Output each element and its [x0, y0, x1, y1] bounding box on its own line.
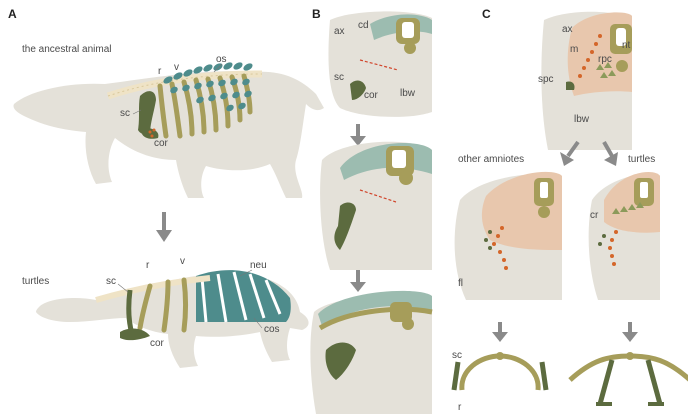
- arrow-b1: [350, 124, 366, 146]
- panel-label-c: C: [482, 7, 491, 21]
- rpc-dots-top: [578, 34, 602, 78]
- caption-ancestral-animal: the ancestral animal: [22, 44, 112, 55]
- label-lbw-b: lbw: [400, 88, 416, 99]
- carapace-ribs: [200, 271, 282, 323]
- label-sc-b: sc: [334, 72, 344, 83]
- arrow-b2: [350, 270, 366, 292]
- arrow-c-down-left: [492, 322, 508, 342]
- dots-amniotes-orange: [492, 226, 508, 270]
- amniote-ribcage: sc r: [451, 350, 549, 413]
- caption-other-amniotes: other amniotes: [458, 154, 524, 165]
- label-fl: fl: [458, 278, 463, 289]
- label-nt-b: nt: [404, 24, 412, 34]
- panel-c: C ax m rpc nt spc lbw: [451, 7, 688, 413]
- turtle-coracoid: [120, 328, 150, 341]
- label-v-bottom: v: [180, 256, 185, 267]
- label-lbw-c: lbw: [574, 114, 590, 125]
- osteoderms: [163, 62, 253, 112]
- turtle-ribcage: [568, 352, 688, 406]
- caption-turtles-a: turtles: [22, 276, 49, 287]
- arrow-a: [156, 212, 172, 242]
- label-rpc: rpc: [598, 54, 612, 65]
- scapula-ancestral: [138, 91, 156, 135]
- panel-a: A the ancestral animal: [8, 7, 325, 368]
- panel-label-b: B: [312, 7, 321, 21]
- label-sc-bottom: sc: [106, 276, 116, 287]
- label-sc-top: sc: [120, 108, 130, 119]
- section-c-amniotes: fl: [454, 171, 562, 300]
- label-cor-bottom: cor: [150, 338, 165, 349]
- section-c-turtles: cr: [588, 171, 660, 300]
- label-m: m: [570, 44, 578, 55]
- label-cor-b: cor: [364, 90, 379, 101]
- label-ax: ax: [334, 26, 345, 37]
- section-c-top: ax m rpc nt spc lbw: [538, 11, 632, 150]
- arrow-c-right: [602, 141, 618, 166]
- label-r-top: r: [158, 66, 162, 77]
- label-ax-c: ax: [562, 24, 573, 35]
- section-b1: ax cd nt sc cor lbw: [328, 11, 432, 117]
- label-spc: spc: [538, 74, 554, 85]
- label-cos: cos: [264, 324, 280, 335]
- coracoid-dots: [148, 128, 156, 138]
- label-nt-c: nt: [622, 40, 631, 51]
- label-r-c: r: [458, 402, 462, 413]
- ancestral-animal-silhouette: [13, 71, 325, 198]
- caption-turtles-c: turtles: [628, 154, 655, 165]
- arrow-c-left: [560, 140, 580, 166]
- turtle-c-green: [612, 202, 644, 214]
- label-cor-top: cor: [154, 138, 169, 149]
- label-cd: cd: [358, 20, 369, 31]
- label-neu: neu: [250, 260, 267, 271]
- section-b3: [310, 290, 433, 414]
- turtle-ribs: [137, 277, 188, 333]
- label-r-bottom: r: [146, 260, 150, 271]
- label-os: os: [216, 54, 227, 65]
- dots-amniotes-green: [484, 230, 492, 250]
- arrow-c-down-right: [622, 322, 638, 342]
- section-b2: [320, 141, 432, 270]
- turtle-c-orange: [608, 230, 618, 266]
- green-dots-top: [596, 62, 616, 78]
- label-v-top: v: [174, 62, 179, 73]
- label-cr: cr: [590, 210, 599, 221]
- label-sc-c: sc: [452, 350, 462, 361]
- panel-label-a: A: [8, 7, 17, 21]
- panel-b: B ax cd nt sc cor lbw: [310, 7, 433, 414]
- turtle-c-darkgreen: [598, 234, 606, 246]
